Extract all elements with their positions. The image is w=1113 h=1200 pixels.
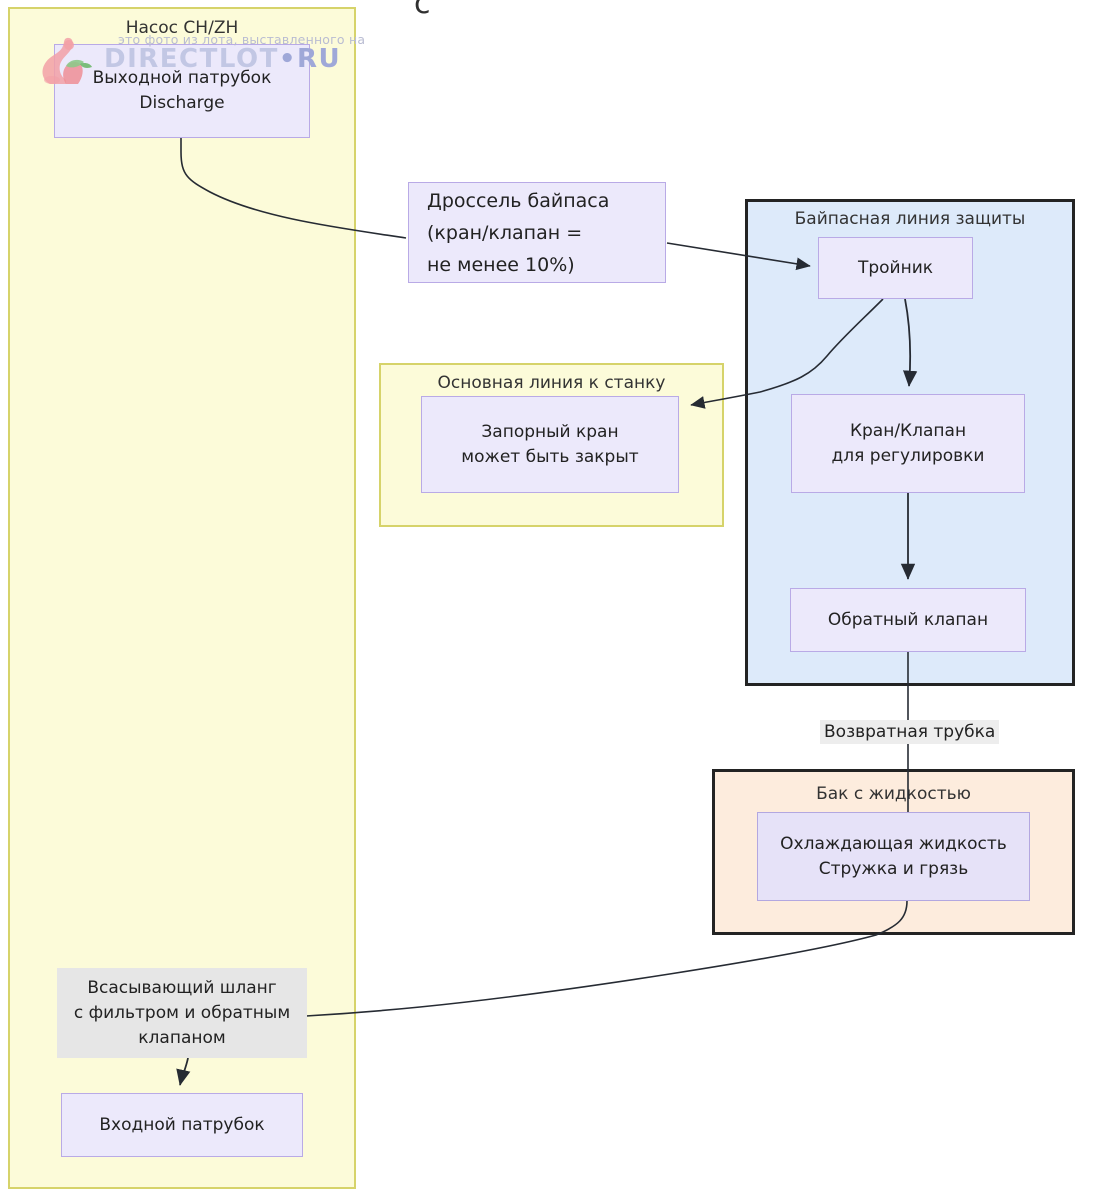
node-coolant-line-0: Охлаждающая жидкость	[780, 833, 1007, 854]
clipped-title-glyph: c	[414, 0, 431, 21]
node-throttle-line-0: Дроссель байпаса	[427, 189, 610, 212]
node-check-valve-line-0: Обратный клапан	[827, 609, 989, 630]
node-inlet-line-0: Входной патрубок	[99, 1114, 265, 1135]
node-regulator-line-0: Кран/Клапан	[849, 420, 967, 441]
node-throttle-line-1: (кран/клапан =	[427, 221, 583, 244]
node-shutoff-line-0: Запорный кран	[481, 421, 619, 442]
node-tee-line-0: Тройник	[857, 257, 934, 278]
container-main-line-title: Основная линия к станку	[437, 373, 666, 393]
node-shutoff-valve[interactable]: Запорный кран может быть закрыт	[421, 396, 679, 493]
node-suction-line-2: клапаном	[138, 1027, 226, 1048]
node-regulator-line-1: для регулировки	[831, 445, 985, 466]
node-throttle[interactable]: Дроссель байпаса (кран/клапан = не менее…	[408, 182, 666, 283]
container-bypass-line-title: Байпасная линия защиты	[794, 209, 1026, 229]
node-check-valve[interactable]: Обратный клапан	[790, 588, 1026, 652]
node-suction-line-1: с фильтром и обратным	[73, 1002, 291, 1023]
node-discharge-line-1: Discharge	[139, 93, 225, 113]
node-shutoff-line-1: может быть закрыт	[461, 446, 639, 467]
edge-label-return-pipe: Возвратная трубка	[820, 720, 1000, 744]
node-tee[interactable]: Тройник	[818, 237, 973, 299]
node-regulator-valve[interactable]: Кран/Клапан для регулировки	[791, 394, 1025, 493]
container-pump-title: Насос CH/ZH	[125, 18, 239, 38]
node-coolant-line-1: Стружка и грязь	[818, 858, 969, 879]
node-discharge[interactable]: Выходной патрубок Discharge	[54, 44, 310, 138]
node-inlet[interactable]: Входной патрубок	[61, 1093, 303, 1157]
node-suction-line-0: Всасывающий шланг	[87, 977, 277, 998]
container-tank-title: Бак с жидкостью	[816, 784, 971, 804]
node-discharge-line-0: Выходной патрубок	[92, 68, 272, 88]
node-throttle-line-2: не менее 10%)	[427, 253, 575, 276]
node-suction-hose[interactable]: Всасывающий шланг с фильтром и обратным …	[57, 968, 307, 1058]
node-coolant[interactable]: Охлаждающая жидкость Стружка и грязь	[757, 812, 1030, 901]
